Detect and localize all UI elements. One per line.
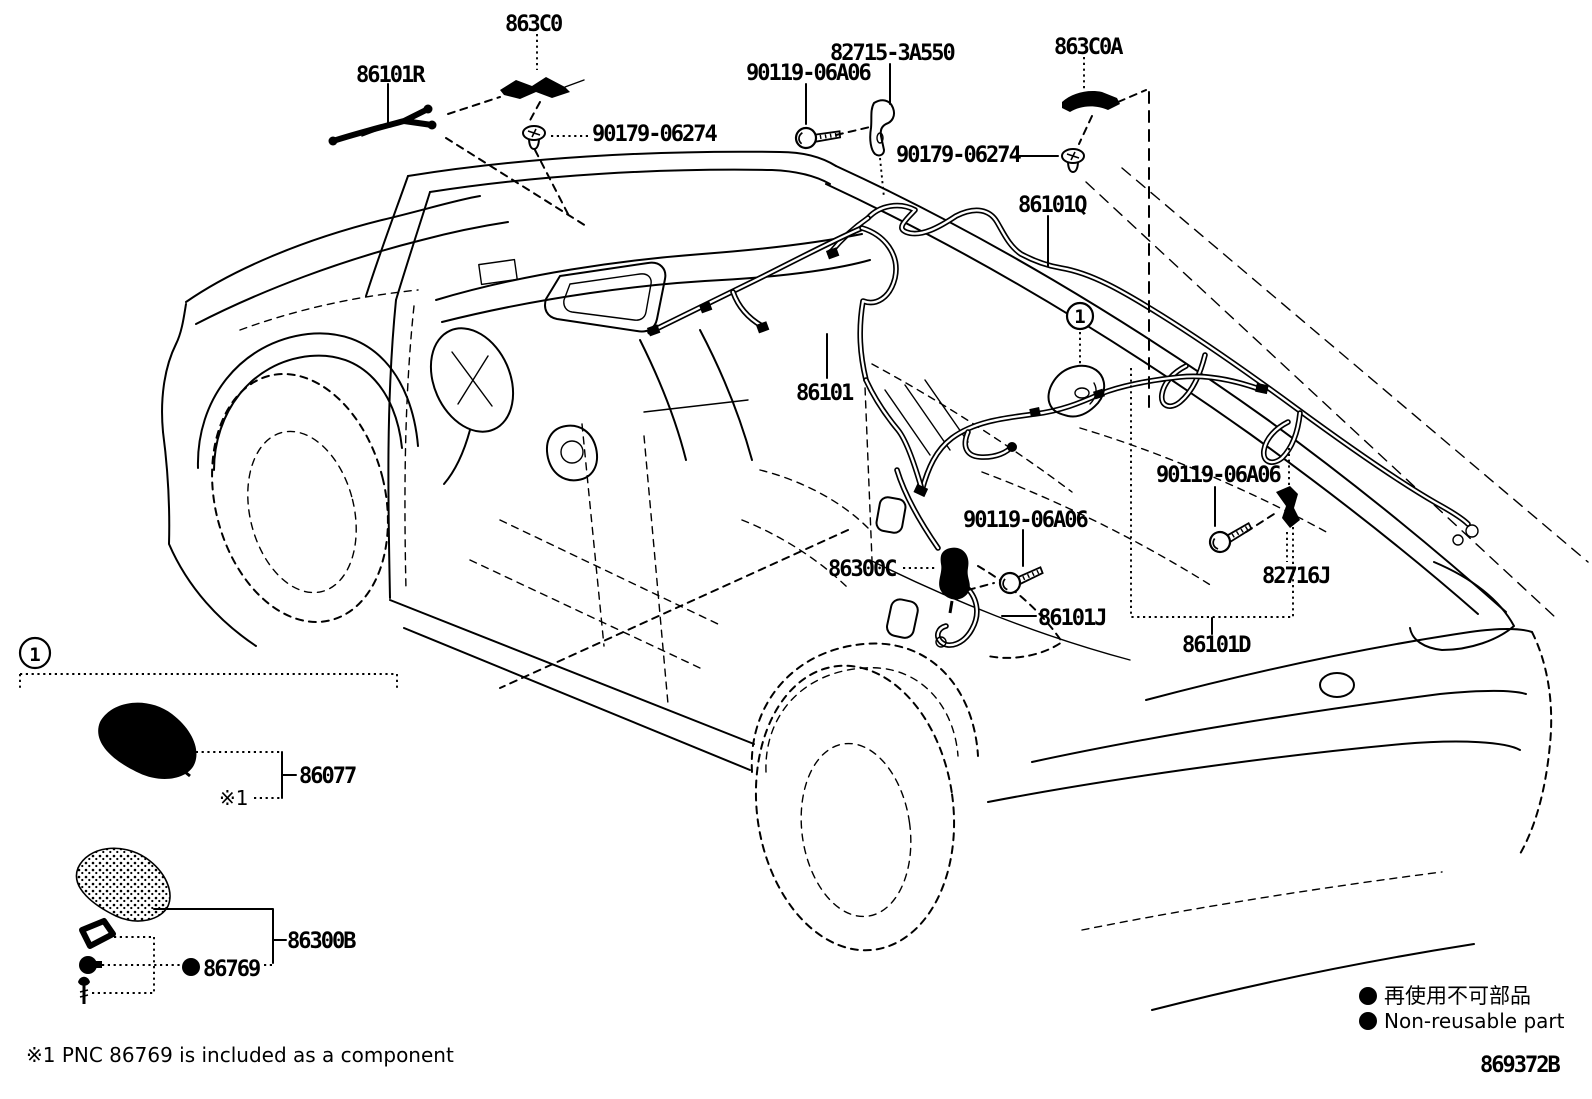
bracket-82715	[869, 99, 896, 157]
part-label-90179-06274: 90179-06274	[896, 143, 1021, 168]
interior-details	[429, 233, 871, 591]
fin-antenna-86300B	[75, 847, 171, 922]
legend: 再使用不可部品 Non-reusable part	[1359, 984, 1565, 1033]
antenna-amp-86300C	[939, 547, 970, 614]
part-label-90119-06A06: 90119-06A06	[963, 508, 1088, 533]
rear-emblem	[1319, 672, 1355, 698]
wiring-harnesses	[646, 206, 1479, 647]
detail-box-86101D	[1130, 368, 1294, 618]
part-label-86101: 86101	[796, 381, 854, 406]
clip-863C0A	[1062, 91, 1120, 112]
detail-bracket	[19, 673, 398, 691]
part-label-86101R: 86101R	[356, 63, 426, 88]
part-label-82715-3A550: 82715-3A550	[830, 41, 954, 66]
grommet-icon	[1061, 148, 1085, 173]
part-label-86300B: 86300B	[287, 929, 356, 954]
part-label-86101D: 86101D	[1182, 633, 1251, 658]
part-label-86077: 86077	[299, 764, 356, 789]
rear-wheel	[754, 664, 956, 952]
antenna-cover	[1047, 364, 1106, 418]
callout-number: 1	[29, 644, 40, 666]
part-label-90119-06A06: 90119-06A06	[746, 61, 871, 86]
steering-wheel	[429, 327, 515, 433]
drawing-number: 869372B	[1480, 1053, 1560, 1078]
footnote-text: ※1 PNC 86769 is included as a component	[26, 1043, 454, 1067]
fin-antenna-86077	[98, 702, 197, 779]
callout-circle-1-detail	[18, 636, 52, 670]
part-label-86300C: 86300C	[828, 557, 896, 582]
part-label-90119-06A06: 90119-06A06	[1156, 463, 1281, 488]
grommet-icon	[522, 125, 546, 150]
part-label-90179-06274: 90179-06274	[592, 122, 717, 147]
callouts: 1 1	[18, 301, 1095, 670]
part-label-863C0: 863C0	[505, 12, 562, 37]
leader-lines	[19, 34, 1294, 994]
part-label-863C0A: 863C0A	[1054, 35, 1123, 60]
antenna-gasket	[79, 918, 116, 949]
part-label-86101Q: 86101Q	[1018, 193, 1087, 218]
non-reusable-dot	[182, 958, 200, 976]
legend-label-en: Non-reusable part	[1384, 1009, 1565, 1033]
front-wheel	[211, 373, 389, 623]
legend-label-jp: 再使用不可部品	[1384, 984, 1531, 1008]
ref-mark-1: ※1	[219, 786, 248, 810]
antenna-nut	[79, 956, 102, 974]
bolt-icon	[997, 565, 1047, 596]
antenna-screw	[78, 976, 90, 1004]
footnote: ※1 PNC 86769 is included as a component	[26, 1043, 454, 1067]
legend-dot-en	[1359, 1012, 1377, 1030]
fuel-lid	[886, 598, 919, 639]
kick-panel-speaker	[546, 424, 598, 482]
bolt-icon	[794, 126, 842, 152]
roof-wire-86101R	[328, 104, 437, 146]
callout-number: 1	[1074, 306, 1085, 328]
legend-dot-jp	[1359, 987, 1377, 1005]
clip-863C0	[500, 77, 570, 99]
callout-circle-1	[1065, 301, 1095, 331]
part-label-86769: 86769	[203, 957, 260, 982]
part-label-82716J: 82716J	[1262, 564, 1329, 589]
part-label-86101J: 86101J	[1038, 606, 1105, 631]
car-body-outline	[161, 150, 1589, 1011]
bracket-82716J	[1276, 486, 1300, 528]
part-icons	[75, 77, 1300, 1004]
part-labels: 863C0 86101R 82715-3A550 90119-06A06 863…	[182, 12, 1331, 982]
